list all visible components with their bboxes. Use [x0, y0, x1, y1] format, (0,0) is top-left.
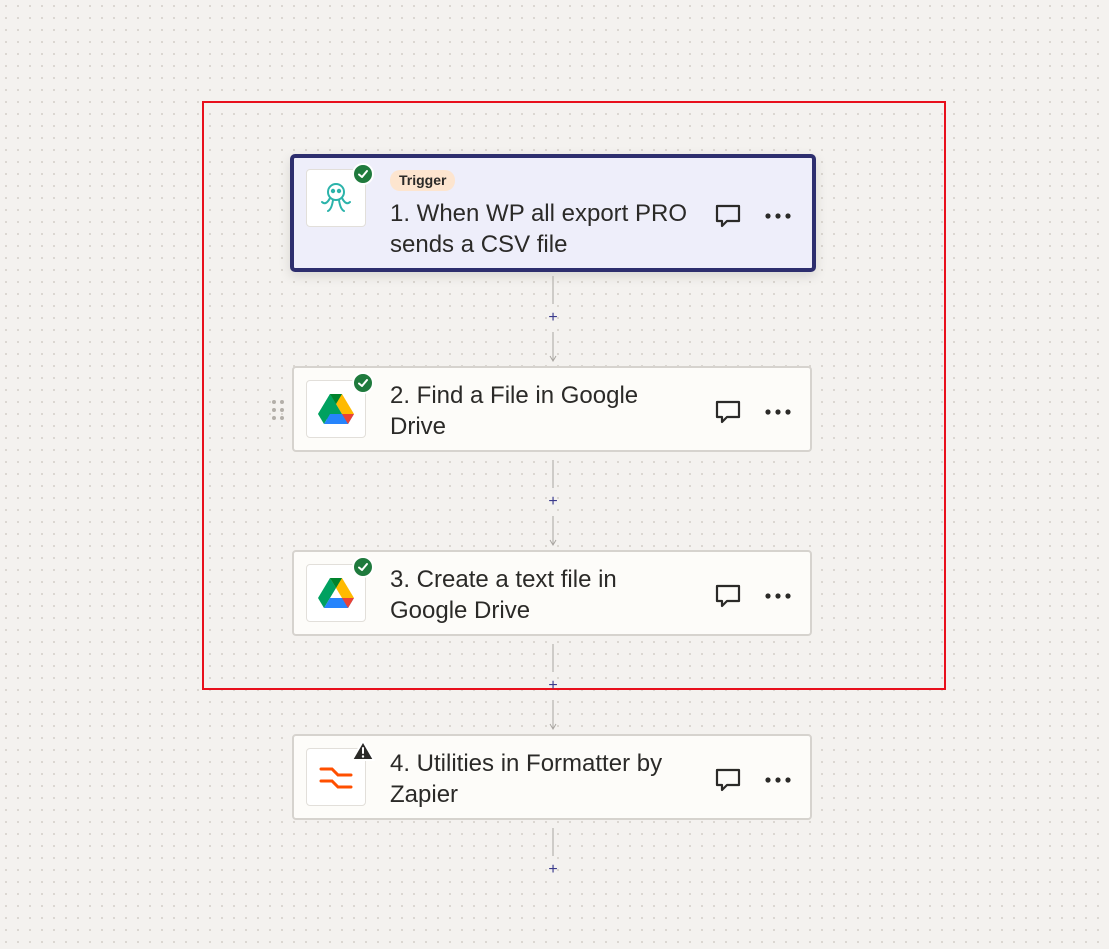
trigger-badge: Trigger	[390, 170, 456, 191]
success-check-icon	[352, 372, 374, 394]
comment-icon	[715, 400, 741, 424]
step-title: 2. Find a File in Google Drive	[390, 382, 639, 440]
step-card-4[interactable]: 4. Utilities in Formatter by Zapier	[292, 734, 812, 820]
more-dots-icon	[765, 213, 791, 219]
step-card-3[interactable]: 3. Create a text file in Google Drive	[292, 550, 812, 636]
step-title: 4. Utilities in Formatter by Zapier	[390, 750, 663, 808]
connector	[546, 644, 560, 730]
add-step-button[interactable]: +	[543, 677, 563, 695]
comment-button[interactable]	[714, 398, 742, 426]
step-card-2[interactable]: 2. Find a File in Google Drive	[292, 366, 812, 452]
success-check-icon	[352, 556, 374, 578]
warning-icon	[350, 739, 376, 763]
step-card-1[interactable]: Trigger 1. When WP all export PRO sends …	[290, 154, 816, 272]
connector	[546, 276, 560, 362]
more-options-button[interactable]	[764, 582, 792, 610]
more-dots-icon	[765, 777, 791, 783]
connector	[546, 460, 560, 546]
add-step-button[interactable]: +	[543, 861, 563, 879]
add-step-button[interactable]: +	[543, 493, 563, 511]
comment-button[interactable]	[714, 582, 742, 610]
comment-button[interactable]	[714, 766, 742, 794]
more-options-button[interactable]	[764, 398, 792, 426]
comment-icon	[715, 768, 741, 792]
more-options-button[interactable]	[764, 766, 792, 794]
drag-handle-icon[interactable]	[270, 398, 286, 424]
google-drive-icon	[306, 564, 366, 622]
google-drive-icon	[306, 380, 366, 438]
comment-icon	[715, 584, 741, 608]
wp-all-export-octopus-icon	[306, 169, 366, 227]
comment-icon	[715, 204, 741, 228]
more-options-button[interactable]	[764, 202, 792, 230]
more-dots-icon	[765, 409, 791, 415]
add-step-button[interactable]: +	[543, 309, 563, 327]
connector	[546, 828, 560, 858]
comment-button[interactable]	[714, 202, 742, 230]
success-check-icon	[352, 163, 374, 185]
step-title: 3. Create a text file in Google Drive	[390, 566, 617, 624]
more-dots-icon	[765, 593, 791, 599]
step-title: 1. When WP all export PRO sends a CSV fi…	[390, 200, 687, 258]
